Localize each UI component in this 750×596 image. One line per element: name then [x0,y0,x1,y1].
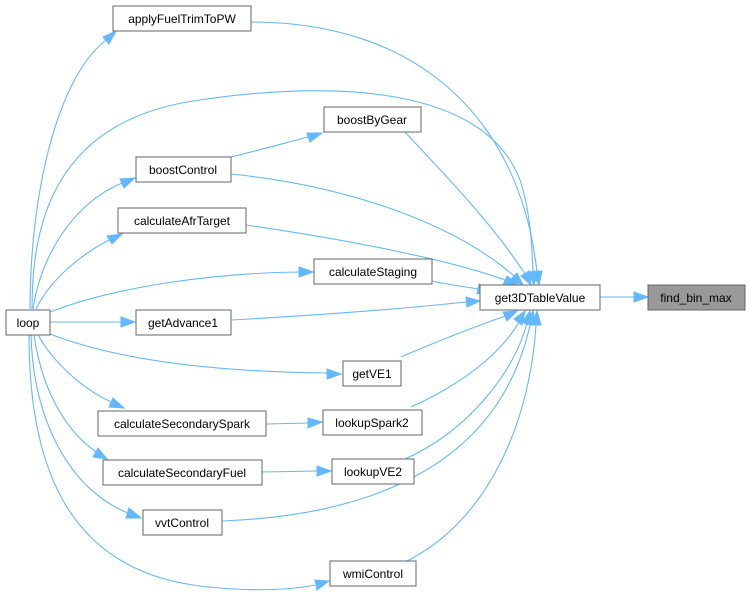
arrowhead [530,309,542,326]
node-loop[interactable]: loop [5,309,51,336]
edge-loop-to-wmicontrol [28,334,316,591]
node-calculateafrtarget[interactable]: calculateAfrTarget [117,207,247,234]
edge-loop-to-getve1 [49,333,328,374]
node-label: calculateAfrTarget [134,214,231,228]
edge-calculatesecondaryspark-to-lookupspark2 [265,422,309,425]
arrowhead [102,29,118,45]
arrowhead [92,447,109,460]
node-label: wmiControl [342,567,403,581]
node-calculatestaging[interactable]: calculateStaging [313,258,433,285]
node-get3dtablevalue[interactable]: get3DTableValue [479,284,601,311]
node-label: find_bin_max [660,291,731,305]
edge-wmicontrol-to-get3dtablevalue [404,324,537,563]
edge-getadvance1-to-get3dtablevalue [230,301,467,321]
node-label: calculateSecondarySpark [114,417,251,431]
node-label: getVE1 [352,367,392,381]
edge-loop-to-get3dtablevalue-arch [31,90,534,310]
node-label: getAdvance1 [148,316,218,330]
node-getve1[interactable]: getVE1 [342,360,402,387]
edge-boostbygear-to-get3dtablevalue [404,131,526,275]
node-boostcontrol[interactable]: boostControl [135,156,232,183]
node-applyfueltrimtopw[interactable]: applyFuelTrimToPW [112,5,252,32]
node-lookupspark2[interactable]: lookupSpark2 [322,409,423,436]
node-calculatesecondaryspark[interactable]: calculateSecondarySpark [97,410,267,437]
edge-calculatestaging-to-get3dtablevalue [431,280,479,290]
arrowhead [509,272,525,286]
arrowhead [527,270,539,287]
arrowhead [298,266,315,278]
arrowhead [108,397,126,409]
edge-boostcontrol-to-boostbygear [230,136,309,158]
node-label: lookupSpark2 [335,416,409,430]
edge-getve1-to-get3dtablevalue [400,315,506,358]
edge-loop-to-calculatesecondaryfuel [33,334,97,453]
arrowhead [120,316,137,328]
node-label: applyFuelTrimToPW [128,12,236,26]
node-label: boostControl [149,163,217,177]
arrowhead [125,507,143,519]
edge-applyfueltrimtopw-to-get3dtablevalue [250,21,538,273]
edge-lookupve2-to-get3dtablevalue [404,322,528,460]
node-find-bin-max[interactable]: find_bin_max [647,284,746,311]
node-label: vvtControl [155,516,209,530]
edge-vvtcontrol-to-get3dtablevalue [221,324,531,522]
node-boostbygear[interactable]: boostByGear [323,106,422,133]
edge-loop-to-calculatestaging [49,271,300,313]
edge-calculateafrtarget-to-get3dtablevalue [245,224,506,281]
node-label: get3DTableValue [495,291,586,305]
node-calculatesecondaryfuel[interactable]: calculateSecondaryFuel [102,459,263,486]
arrowhead [119,177,137,189]
arrowhead [326,368,343,380]
node-label: boostByGear [337,113,407,127]
node-label: calculateStaging [329,265,417,279]
node-wmicontrol[interactable]: wmiControl [329,560,417,587]
edge-loop-to-applyfueltrimtopw [29,39,107,310]
arrowhead [307,417,324,429]
arrowhead [306,132,324,143]
arrowhead [314,579,331,591]
arrowhead [316,465,333,477]
edge-loop-to-vvtcontrol [30,334,129,514]
edge-boostcontrol-to-get3dtablevalue [230,173,515,277]
node-lookupve2[interactable]: lookupVE2 [331,458,415,485]
node-getadvance1[interactable]: getAdvance1 [135,309,232,336]
arrowhead [106,233,124,245]
node-label: calculateSecondaryFuel [118,466,246,480]
arrowhead [465,296,482,308]
arrowhead [502,310,519,322]
edge-calculatesecondaryfuel-to-lookupve2 [261,470,318,473]
edge-loop-to-boostcontrol [32,182,123,310]
node-label: lookupVE2 [344,465,402,479]
arrowhead [633,291,650,303]
edge-lookupspark2-to-get3dtablevalue [410,321,520,408]
arrowhead [520,270,532,287]
edge-loop-to-calculateafrtarget [35,239,110,310]
node-label: loop [17,316,40,330]
node-vvtcontrol[interactable]: vvtControl [142,509,223,536]
edge-loop-to-calculatesecondaryspark [37,334,112,403]
